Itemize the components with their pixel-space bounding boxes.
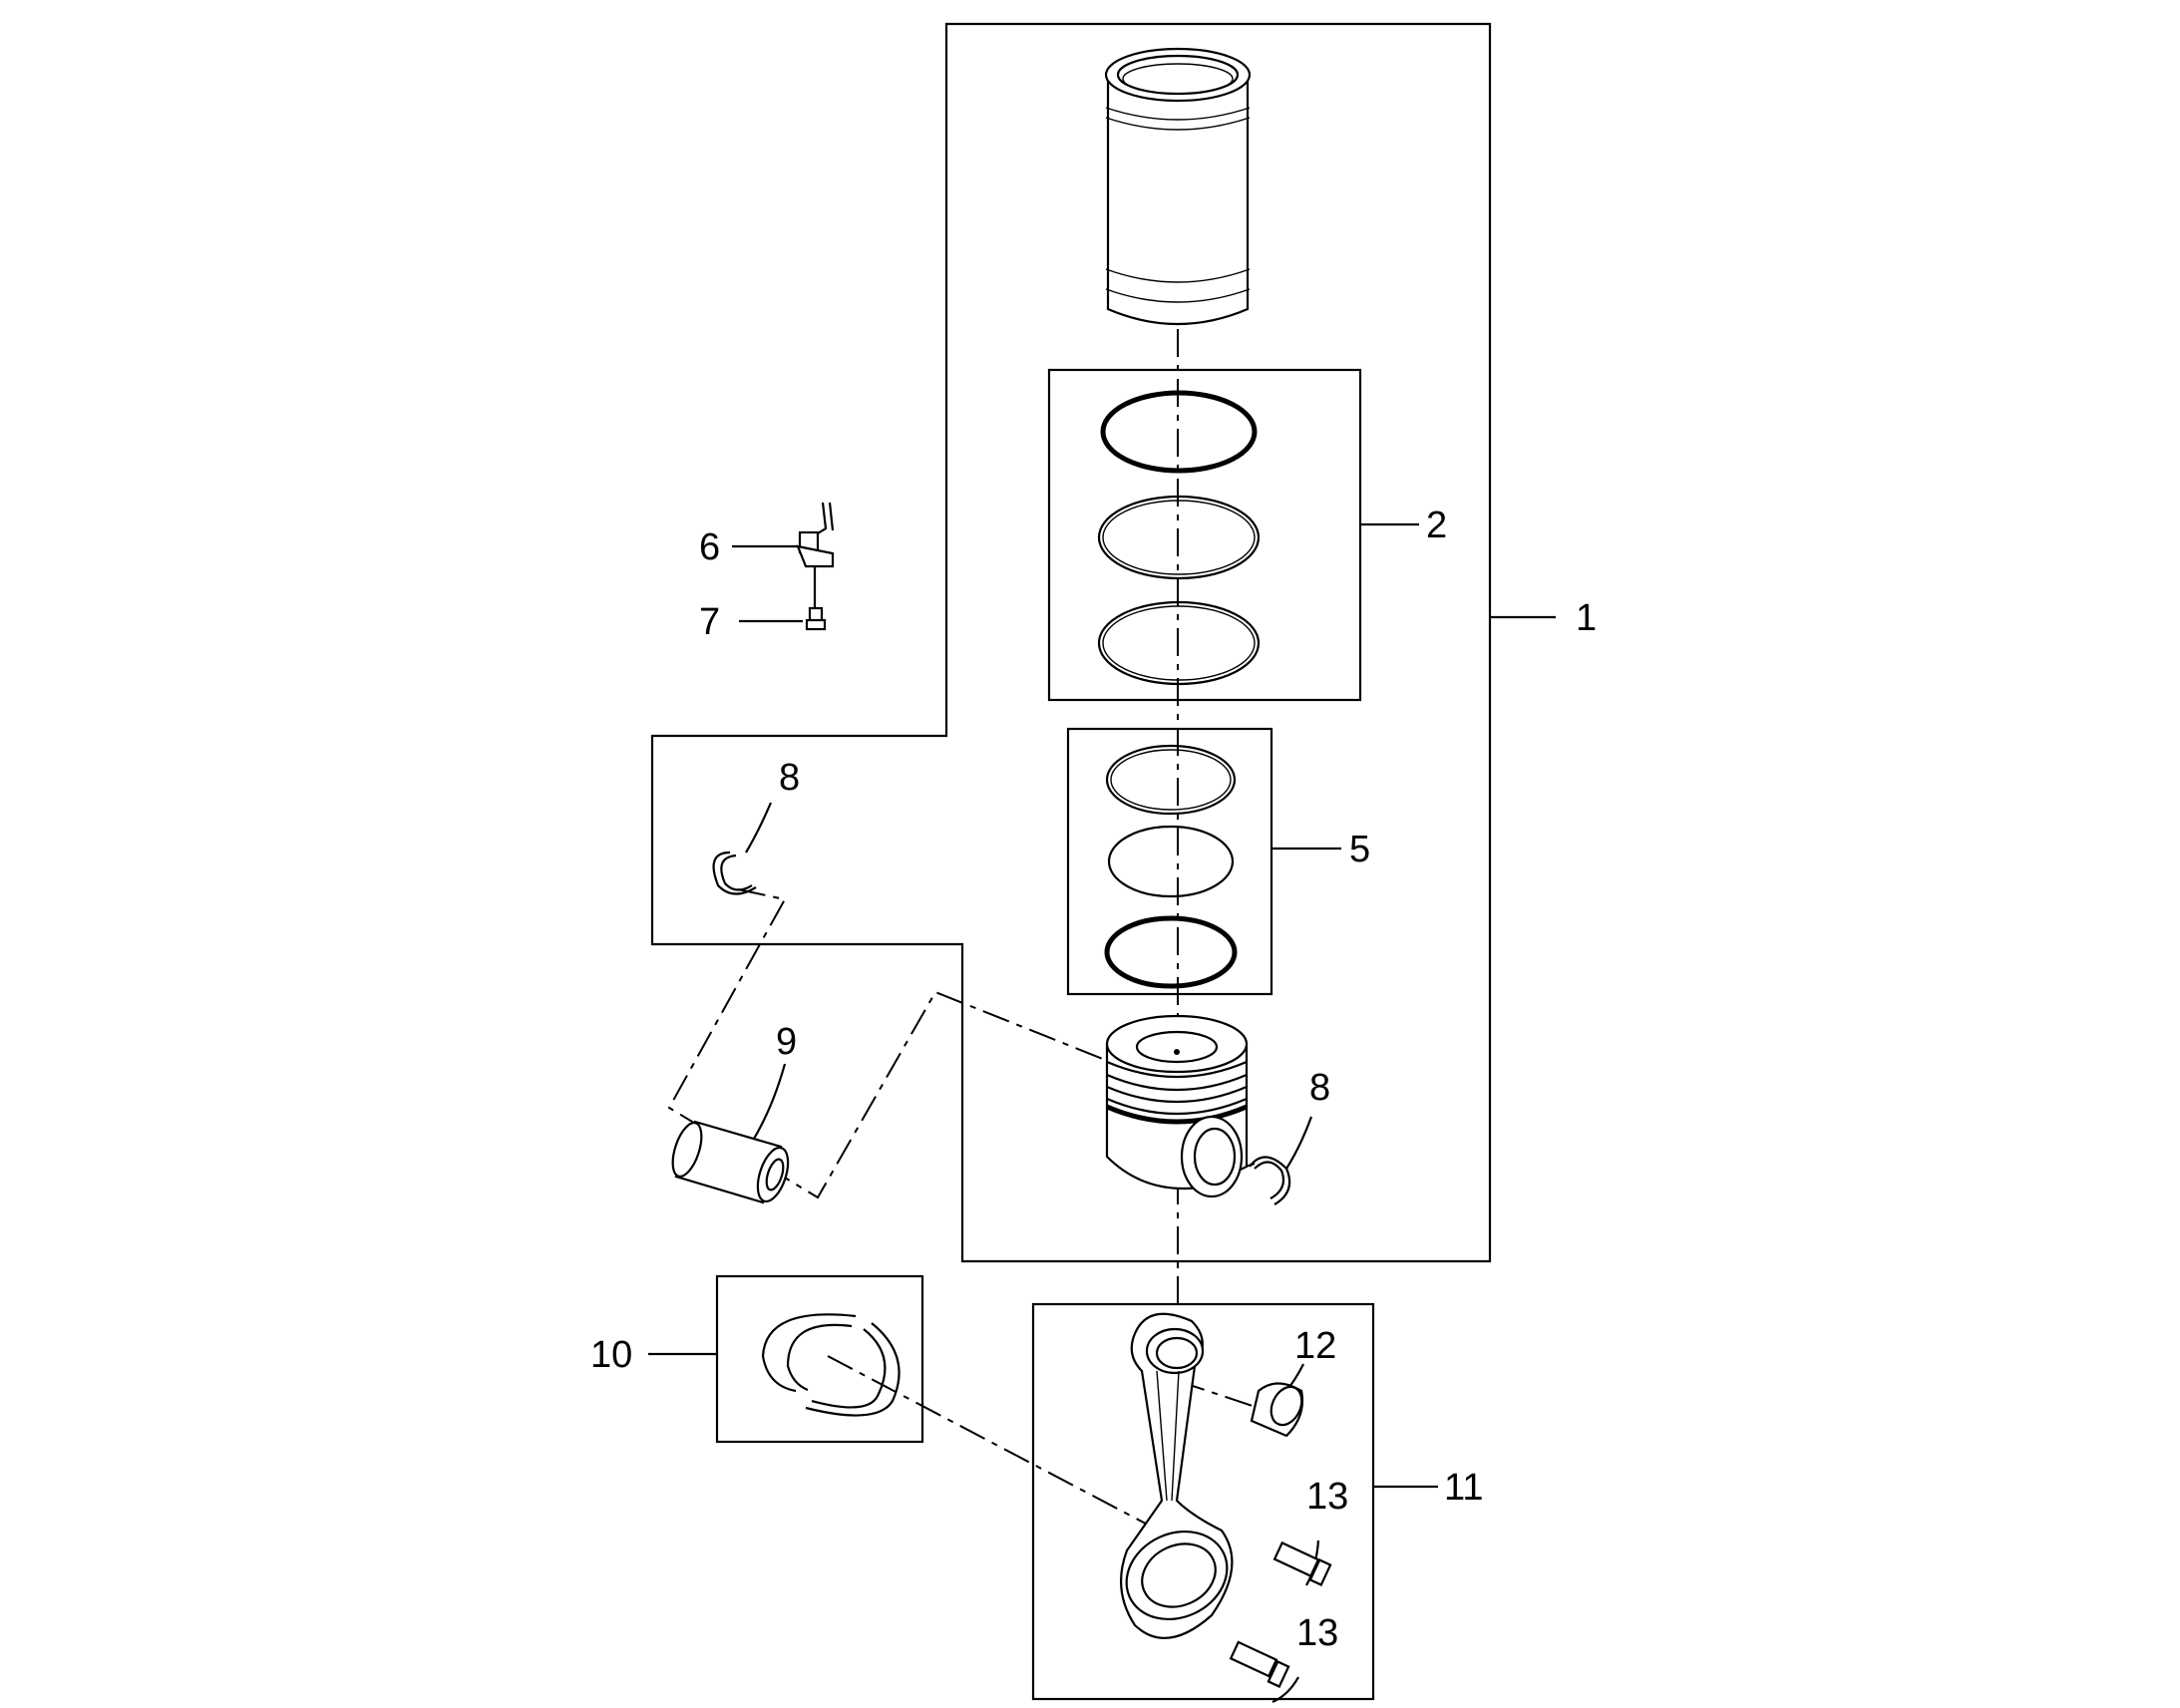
rod-bolt-13-upper (1272, 1540, 1332, 1586)
callout-6: 6 (699, 526, 720, 568)
callout-7: 7 (699, 601, 720, 643)
callout-11: 11 (1444, 1467, 1483, 1509)
bearing-shells-10 (761, 1313, 901, 1417)
callout-1: 1 (1576, 597, 1597, 639)
piston-pin-9 (671, 1120, 790, 1204)
oil-cooling-nozzle-6 (796, 502, 835, 608)
callout-5: 5 (1349, 829, 1370, 870)
leader-lines (648, 522, 1556, 1704)
piston-ring-set-5 (1104, 744, 1238, 989)
rod-bolt-13-lower (1229, 1640, 1290, 1688)
piston-ring-set-2 (1097, 390, 1261, 686)
callout-9: 9 (776, 1021, 797, 1063)
callout-13-upper: 13 (1306, 1476, 1348, 1518)
kit-box-2 (1047, 368, 1362, 702)
piston (1105, 1014, 1249, 1198)
kit-box-10 (715, 1274, 924, 1444)
callout-12: 12 (1294, 1325, 1336, 1367)
connecting-rod-11 (1119, 1312, 1234, 1639)
callout-10: 10 (590, 1334, 632, 1376)
snap-ring-8-left (712, 851, 757, 895)
bushing-12 (1250, 1382, 1304, 1438)
kit-box-11 (1031, 1302, 1375, 1701)
callout-2: 2 (1426, 505, 1447, 546)
callout-8-left: 8 (779, 757, 800, 799)
bolt-7 (805, 606, 827, 631)
snap-ring-8-right (1249, 1156, 1291, 1205)
kit-boundary-1 (650, 22, 1492, 1263)
kit-box-5 (1066, 727, 1273, 996)
cylinder-liner (1104, 47, 1252, 326)
callout-8-right: 8 (1309, 1067, 1330, 1109)
callout-13-lower: 13 (1296, 1612, 1338, 1654)
